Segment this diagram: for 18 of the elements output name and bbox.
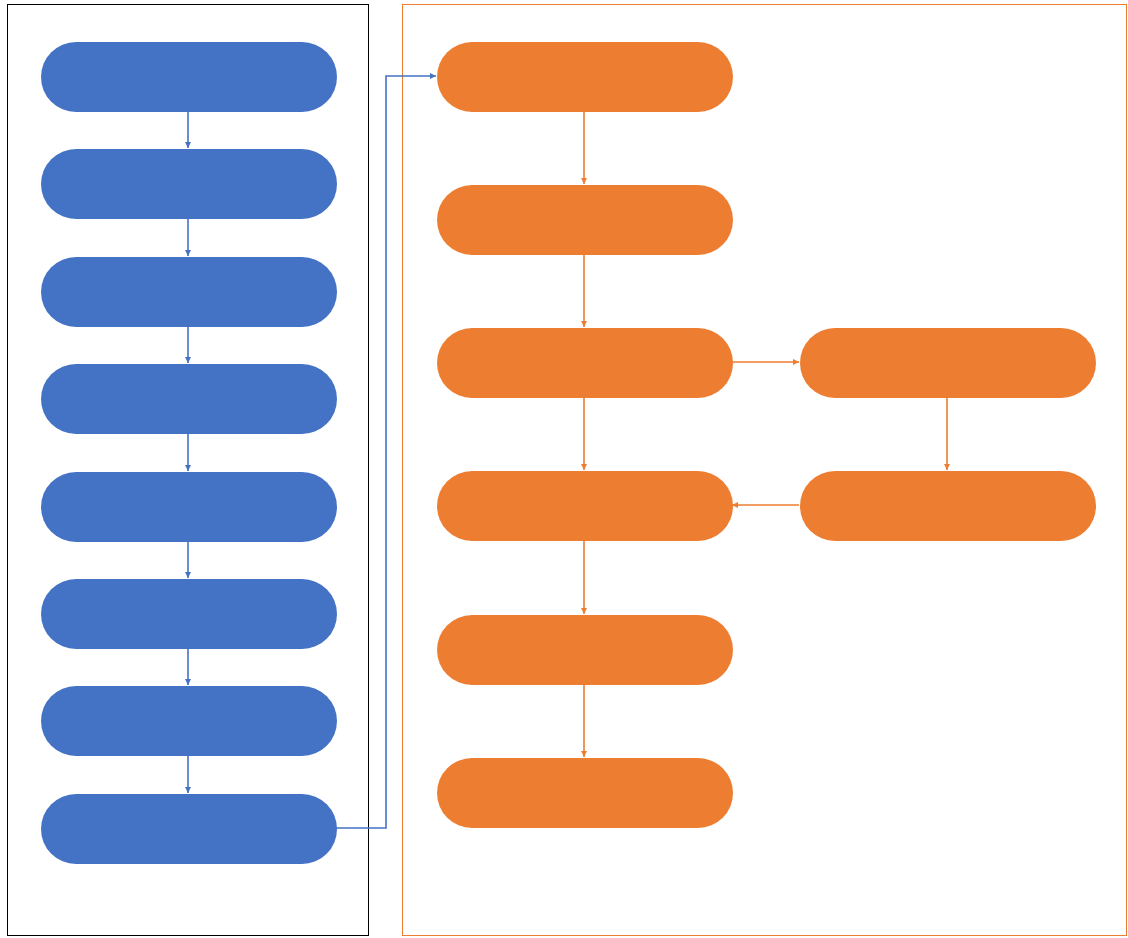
arrow xyxy=(335,73,437,829)
arrow xyxy=(185,325,191,364)
arrow xyxy=(581,110,587,185)
arrow xyxy=(944,396,950,471)
arrow xyxy=(185,647,191,686)
arrow xyxy=(185,754,191,794)
arrow xyxy=(731,359,800,365)
arrow xyxy=(185,217,191,257)
arrow xyxy=(581,539,587,615)
container-box xyxy=(402,4,1127,936)
arrow xyxy=(581,253,587,328)
arrow xyxy=(185,110,191,149)
arrow xyxy=(581,396,587,471)
arrow xyxy=(731,502,800,508)
arrow xyxy=(185,540,191,579)
arrow xyxy=(185,432,191,472)
container-box xyxy=(7,4,369,936)
arrow xyxy=(581,683,587,758)
